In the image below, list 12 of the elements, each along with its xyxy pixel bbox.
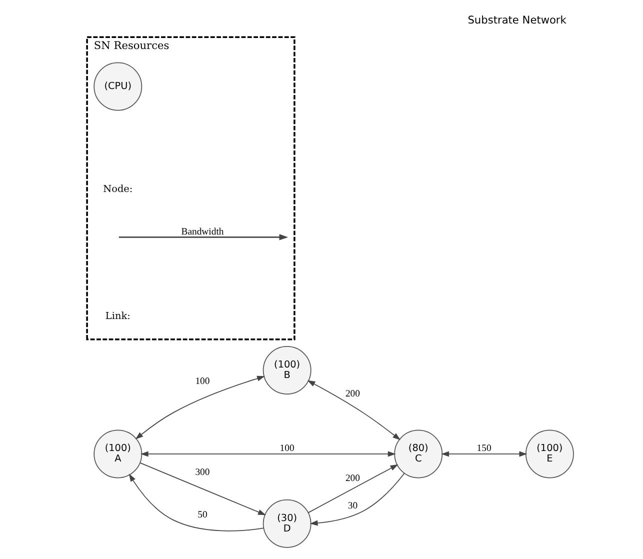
legend-label: Bandwidth — [180, 226, 224, 238]
edge-label: 100 — [279, 443, 294, 454]
edge-label: 300 — [194, 466, 210, 478]
edge-label: 100 — [194, 376, 210, 388]
edge-label: 200 — [344, 388, 360, 400]
diagram-title: Substrate Network — [467, 14, 566, 27]
edge-label: 50 — [197, 509, 207, 520]
label: Link: — [104, 310, 130, 322]
edge-label: 200 — [344, 473, 360, 484]
label: Node: — [102, 184, 132, 196]
edge-label: 30 — [347, 500, 358, 512]
edge-label: 150 — [476, 443, 491, 454]
